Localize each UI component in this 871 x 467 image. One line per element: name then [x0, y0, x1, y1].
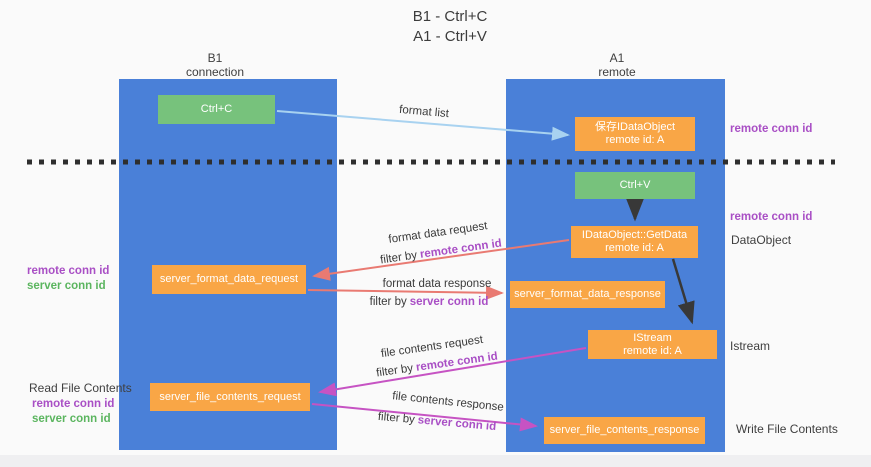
annotation-left-bottom-conn-ids: remote conn id server conn id [32, 397, 114, 427]
getdata-to-istream-arrow [671, 258, 695, 325]
node-idataobject-getdata: IDataObject::GetData remote id: A [571, 226, 698, 258]
node-server-format-data-response: server_format_data_response [510, 281, 665, 308]
node-server-format-data-response-label: server_format_data_response [514, 288, 661, 300]
format-list-arrow [276, 110, 570, 141]
title-line-b1: B1 - Ctrl+C [412, 8, 488, 25]
annotation-left-mid-conn-ids: remote conn id server conn id [27, 264, 109, 294]
server-conn-id-text: server conn id [409, 296, 489, 308]
annotation-dataobject: DataObject [731, 233, 792, 247]
diagram-title: B1 - Ctrl+C A1 - Ctrl+V [413, 7, 488, 47]
lane-header-a1-top: A1 [609, 51, 625, 65]
flow-label-format-data-response: format data response [382, 278, 492, 290]
annotation-left-mid-server-conn-id: server conn id [27, 280, 106, 292]
annotation-write-file-contents: Write File Contents [736, 422, 838, 436]
window-bottom-strip [0, 455, 871, 467]
node-server-file-contents-request: server_file_contents_request [150, 383, 310, 411]
node-server-format-data-request: server_format_data_request [152, 265, 306, 294]
lane-header-a1: A1 remote [598, 51, 635, 79]
node-ctrl-c-label: Ctrl+C [200, 103, 233, 115]
node-idataobject-getdata-line1: IDataObject::GetData [581, 229, 688, 241]
node-istream-line2: remote id: A [623, 344, 682, 357]
node-istream: IStream remote id: A [588, 330, 717, 359]
node-server-format-data-request-label: server_format_data_request [159, 273, 299, 285]
node-save-idataobject-line1: 保存IDataObject [594, 121, 676, 133]
file-contents-request-arrow [318, 347, 587, 397]
annotation-istream: Istream [730, 339, 771, 353]
lane-header-a1-bottom: remote [598, 65, 636, 79]
node-save-idataobject-line2: remote id: A [605, 134, 665, 146]
format-data-request-arrow [312, 239, 570, 281]
filter-by-text: filter by [369, 296, 407, 308]
node-server-file-contents-response: server_file_contents_response [544, 417, 705, 444]
lane-header-b1-bottom: connection [185, 65, 245, 79]
annotation-left-mid-remote-conn-id: remote conn id [27, 265, 110, 277]
node-server-file-contents-request-label: server_file_contents_request [159, 390, 301, 403]
format-data-response-arrow [307, 285, 504, 300]
node-idataobject-getdata-line2: remote id: A [605, 242, 664, 254]
node-ctrl-v-label: Ctrl+V [619, 179, 651, 191]
annotation-remote-conn-id-top: remote conn id [730, 123, 813, 135]
lane-header-b1: B1 connection [186, 51, 244, 79]
node-istream-line1: IStream [633, 331, 672, 344]
node-ctrl-c: Ctrl+C [158, 95, 275, 124]
annotation-remote-conn-id-mid: remote conn id [730, 211, 813, 223]
file-contents-response-arrow [311, 403, 538, 432]
node-server-file-contents-response-label: server_file_contents_response [549, 424, 700, 436]
lane-header-b1-top: B1 [207, 51, 223, 65]
title-line-a1: A1 - Ctrl+V [413, 28, 487, 45]
annotation-left-bottom-server-conn-id: server conn id [32, 413, 111, 425]
annotation-left-bottom-remote-conn-id: remote conn id [32, 398, 115, 410]
node-save-idataobject: 保存IDataObject remote id: A [575, 117, 695, 151]
node-ctrl-v: Ctrl+V [575, 172, 695, 199]
annotation-read-file-contents: Read File Contents [29, 381, 132, 395]
